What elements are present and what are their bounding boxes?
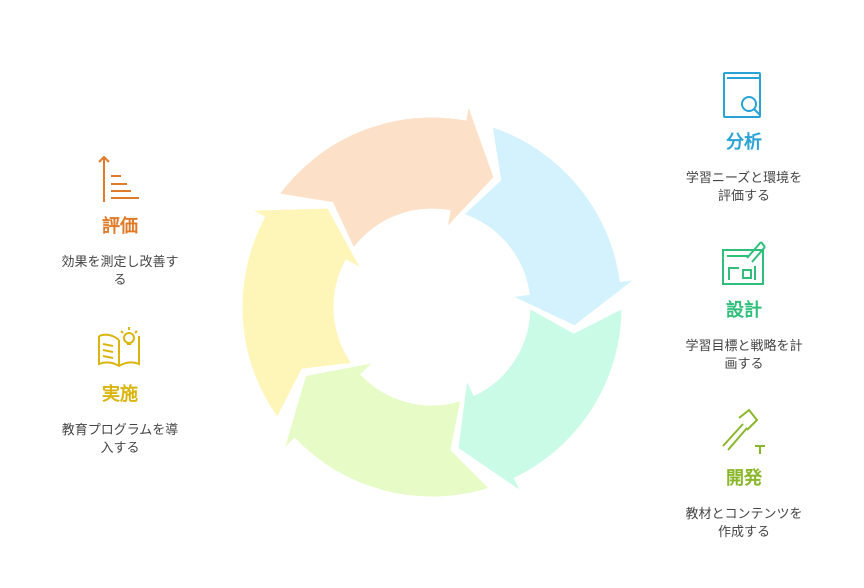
- stage-description: 学習目標と戦略を計 画する: [685, 339, 803, 372]
- stage-description: 教材とコンテンツを 作成する: [685, 507, 803, 540]
- stage-description: 教育プログラムを導 入する: [61, 423, 179, 456]
- cycle-arrow-evaluate: [274, 96, 497, 253]
- blueprint-pencil-icon: [722, 241, 766, 285]
- stage-title: 実施: [102, 384, 138, 405]
- bar-list-icon: [98, 155, 139, 202]
- cycle-arrow-design: [455, 304, 625, 499]
- cycle-arrow-implement: [239, 205, 367, 423]
- stage-description: 効果を測定し改善す る: [61, 255, 179, 288]
- cycle-arrow-analysis: [459, 123, 644, 329]
- cycle-arrow-develop: [279, 358, 494, 500]
- stage-implement: 実施 教育プログラムを導 入する: [45, 322, 195, 458]
- hammer-nail-icon: [722, 408, 765, 454]
- stage-title: 開発: [726, 468, 762, 489]
- stage-develop: 開発 教材とコンテンツを 作成する: [669, 406, 819, 542]
- stage-title: 設計: [726, 300, 762, 321]
- stage-evaluate: 評価 効果を測定し改善す る: [45, 154, 195, 290]
- book-lightbulb-icon: [98, 327, 140, 368]
- book-search-icon: [723, 72, 761, 118]
- stage-design: 設計 学習目標と戦略を計 画する: [669, 238, 819, 374]
- stage-analysis: 分析 学習ニーズと環境を 評価する: [669, 70, 819, 206]
- stage-title: 評価: [102, 216, 138, 237]
- stage-description: 学習ニーズと環境を 評価する: [685, 171, 803, 204]
- stage-title: 分析: [726, 132, 762, 153]
